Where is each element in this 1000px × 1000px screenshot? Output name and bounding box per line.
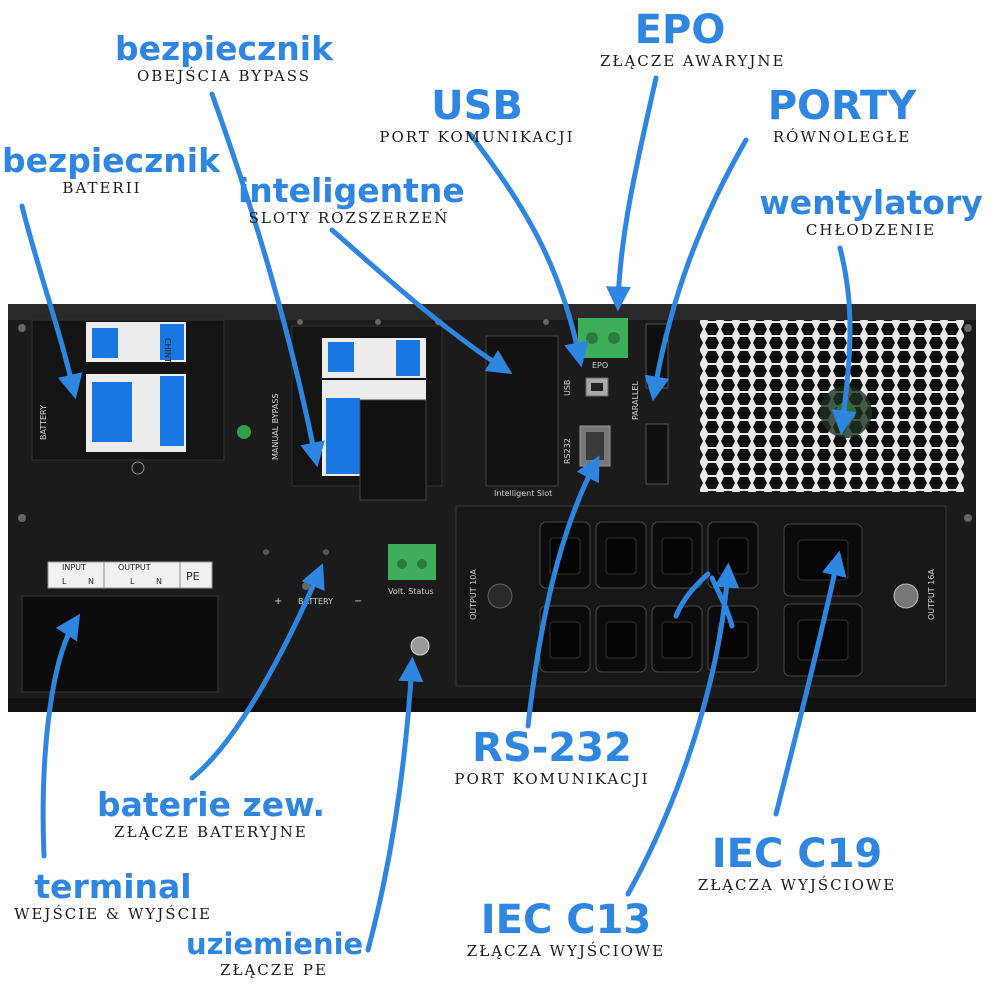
callout-iec-c19: IEC C19 ZŁĄCZA WYJŚCIOWE — [672, 834, 922, 894]
intelligent-slot-label: Intelligent Slot — [494, 489, 552, 498]
parallel-port-label: PARALLEL — [631, 381, 640, 420]
fan-grille — [700, 320, 964, 492]
callout-porty-sub: RÓWNOLEGŁE — [772, 128, 912, 146]
slots-arrow — [329, 227, 513, 375]
porty-arrow — [644, 137, 749, 402]
terminal-output-l: L — [130, 577, 135, 586]
terminal-arrow — [40, 613, 81, 859]
callout-ext-battery: baterie zew. ZŁĄCZE BATERYJNE — [86, 788, 336, 841]
callout-iec-c13-title: IEC C13 — [480, 897, 652, 943]
iec-c13-outlets — [539, 521, 759, 673]
callout-ground-sub: ZŁĄCZE PE — [220, 961, 328, 979]
ext-battery-minus: − — [354, 596, 362, 607]
callout-rs232-sub: PORT KOMUNIKACJI — [454, 770, 650, 788]
battery-fuse-arrow — [19, 203, 83, 400]
callout-ground: uziemienie ZŁĄCZE PE — [186, 927, 364, 980]
callout-battery-fuse: bezpiecznik BATERII — [2, 141, 221, 197]
bypass-breaker: MANUAL BYPASS — [271, 325, 443, 501]
iec-c19-outlets — [783, 523, 863, 677]
callout-usb-sub: PORT KOMUNIKACJI — [379, 128, 575, 146]
callout-iec-c19-title: IEC C19 — [711, 831, 883, 877]
terminal-block: INPUT OUTPUT L N L N PE — [21, 561, 219, 693]
ext-battery-plus: + — [274, 596, 282, 607]
callout-iec-c13: IEC C13 ZŁĄCZA WYJŚCIOWE — [456, 900, 676, 960]
c13-outlet-socket — [549, 621, 581, 659]
callout-wentylatory-title: wentylatory — [759, 183, 983, 222]
ground-symbol-icon — [131, 461, 145, 475]
terminal-input-label: INPUT — [62, 563, 86, 572]
callout-slots: inteligentne SLOTY ROZSZERZEŃ — [238, 171, 465, 227]
c13-arrow-branch-b — [709, 575, 735, 629]
callout-ground-title: uziemienie — [186, 927, 364, 961]
output-10a-label: OUTPUT 10A — [469, 569, 478, 620]
callout-epo: EPO ZŁĄCZE AWARYJNE — [600, 7, 786, 70]
parallel-ports: PARALLEL — [631, 323, 669, 485]
c13-outlet-socket — [605, 537, 637, 575]
ground-marker-icon — [237, 425, 251, 439]
c13-outlet-socket — [661, 621, 693, 659]
bypass-breaker-label: MANUAL BYPASS — [271, 393, 280, 460]
epo-arrow — [605, 75, 659, 312]
callout-ext-battery-title: baterie zew. — [96, 785, 325, 824]
battery-breaker: CHINT BATTERY — [31, 319, 225, 461]
callout-bypass-fuse: bezpiecznik OBEJŚCIA BYPASS — [104, 32, 344, 85]
c13-arrow-branch-a — [673, 571, 711, 619]
callout-iec-c13-sub: ZŁĄCZA WYJŚCIOWE — [466, 942, 666, 960]
callout-bypass-fuse-sub: OBEJŚCIA BYPASS — [136, 67, 312, 85]
intelligent-slot: Intelligent Slot — [485, 335, 559, 498]
ext-battery-arrow — [189, 563, 325, 781]
callout-porty-title: PORTY — [767, 83, 917, 129]
bypass-fuse-arrow — [209, 91, 325, 468]
callout-epo-sub: ZŁĄCZE AWARYJNE — [600, 52, 786, 70]
ground-arrow — [365, 656, 424, 953]
epo-port-label: EPO — [592, 361, 608, 370]
callout-usb-title: USB — [431, 83, 523, 129]
callout-ext-battery-sub: ZŁĄCZE BATERYJNE — [114, 823, 308, 841]
usb-port-label: USB — [563, 380, 572, 396]
callout-slots-sub: SLOTY ROZSZERZEŃ — [248, 209, 450, 227]
c19-arrow — [773, 550, 847, 817]
callout-bypass-fuse-title: bezpiecznik — [114, 29, 334, 68]
output-16a-label: OUTPUT 16A — [927, 569, 936, 620]
callout-epo-title: EPO — [634, 7, 726, 53]
terminal-input-n: N — [88, 577, 94, 586]
callout-terminal-title: terminal — [34, 867, 192, 906]
terminal-output-label: OUTPUT — [118, 563, 151, 572]
callout-rs232: RS-232 PORT KOMUNIKACJI — [452, 728, 652, 788]
dry-contact-connector: Volt. Status — [388, 544, 436, 596]
terminal-pe-label: PE — [186, 570, 200, 583]
usb-arrow — [467, 131, 589, 368]
callout-terminal-sub: WEJŚCIE & WYJŚCIE — [14, 905, 212, 923]
chassis-screws — [18, 319, 972, 522]
callout-battery-fuse-title: bezpiecznik — [2, 141, 221, 180]
ground-screw-icon — [410, 636, 430, 656]
c13-outlet-socket — [661, 537, 693, 575]
rs232-port-label: RS232 — [563, 438, 572, 464]
callout-usb: USB PORT KOMUNIKACJI — [372, 86, 582, 146]
ext-battery-label: BATTERY — [298, 597, 333, 606]
breaker-brand-label: CHINT — [163, 338, 172, 363]
usb-port: USB — [563, 377, 609, 397]
callout-wentylatory-sub: CHŁODZENIE — [805, 221, 937, 239]
callout-wentylatory: wentylatory CHŁODZENIE — [756, 186, 986, 239]
callout-battery-fuse-sub: BATERII — [62, 179, 142, 197]
callout-porty: PORTY RÓWNOLEGŁE — [756, 86, 928, 146]
rs232-arrow — [525, 455, 600, 729]
callout-slots-title: inteligentne — [238, 171, 465, 210]
terminal-output-n: N — [156, 577, 162, 586]
callout-iec-c19-sub: ZŁĄCZA WYJŚCIOWE — [697, 876, 897, 894]
callout-terminal: terminal WEJŚCIE & WYJŚCIE — [6, 870, 220, 923]
dry-contact-label: Volt. Status — [388, 587, 434, 596]
callout-rs232-title: RS-232 — [472, 725, 632, 771]
wentylatory-arrow — [831, 245, 857, 436]
battery-breaker-label: BATTERY — [39, 405, 48, 440]
c13-outlet-socket — [605, 621, 637, 659]
c13-outlet-socket — [717, 537, 749, 575]
terminal-input-l: L — [62, 577, 67, 586]
c13-arrow-1 — [625, 562, 740, 897]
